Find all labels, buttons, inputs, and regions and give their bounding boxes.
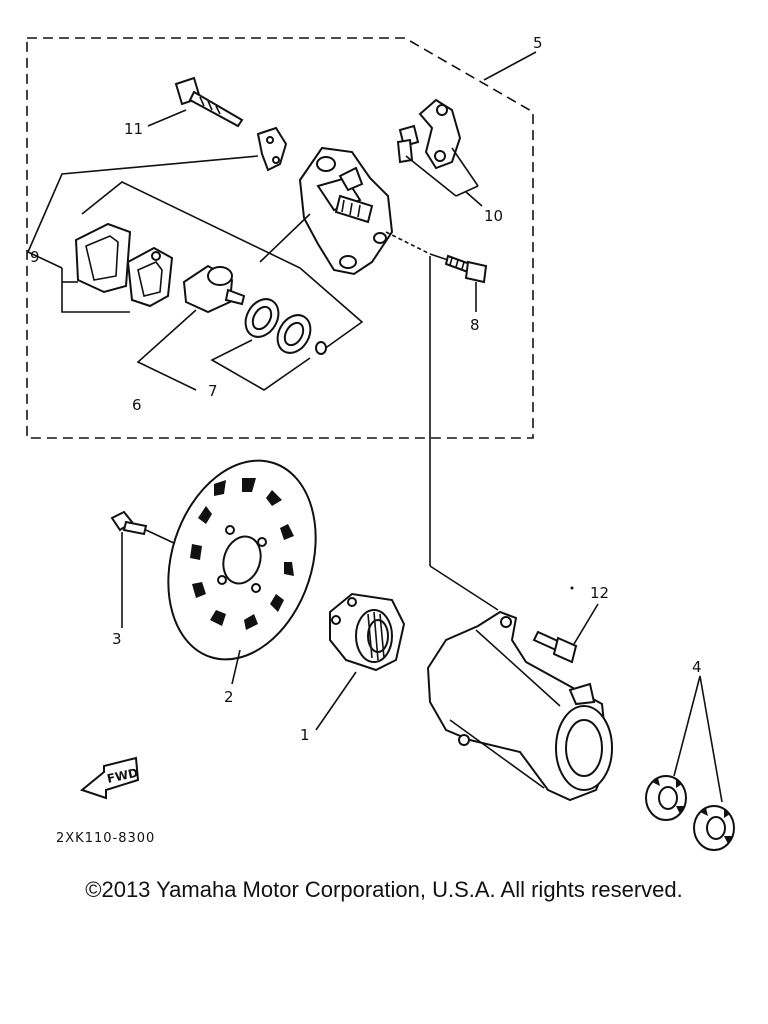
- callout-1: 1: [300, 726, 310, 744]
- rear-axle-housing: [426, 610, 613, 802]
- callout-2: 2: [224, 688, 234, 706]
- callout-4: 4: [692, 658, 702, 676]
- callout-12: 12: [590, 584, 609, 602]
- brake-pad-inner: [126, 246, 174, 308]
- bleed-bracket: [418, 98, 462, 170]
- callout-3: 3: [112, 630, 122, 648]
- callout-8: 8: [470, 316, 480, 334]
- diagram-code: 2XK110-8300: [56, 831, 155, 846]
- caliper-piston: [182, 264, 246, 314]
- callout-9: 9: [30, 248, 40, 266]
- disc-hub: [329, 592, 406, 672]
- pad-pin-clip: [256, 126, 288, 172]
- copyright-notice: ©2013 Yamaha Motor Corporation, U.S.A. A…: [85, 877, 683, 902]
- brake-disc: [167, 459, 317, 661]
- callout-5: 5: [533, 34, 543, 52]
- caliper-body: [298, 146, 394, 276]
- callout-11: 11: [124, 120, 143, 138]
- caliper-assembly-boundary: [26, 37, 534, 439]
- piston-seal-1: [244, 298, 280, 338]
- lock-nut-1: [645, 775, 687, 821]
- caliper-mount-bolt-small: [444, 254, 488, 284]
- disc-bolt: [110, 510, 148, 536]
- callout-7: 7: [208, 382, 218, 400]
- callout-10: 10: [484, 207, 503, 225]
- caliper-pin-bolt: [174, 76, 244, 128]
- bleed-screw: [396, 124, 420, 164]
- callout-6: 6: [132, 396, 142, 414]
- forward-arrow-icon: FWD: [79, 756, 140, 800]
- dust-seal: [315, 341, 327, 355]
- piston-seal-2: [276, 314, 312, 354]
- lock-nut-2: [693, 805, 735, 851]
- housing-bolt: [532, 630, 578, 664]
- brake-pad-outer: [74, 222, 132, 294]
- fwd-label: FWD: [106, 766, 140, 786]
